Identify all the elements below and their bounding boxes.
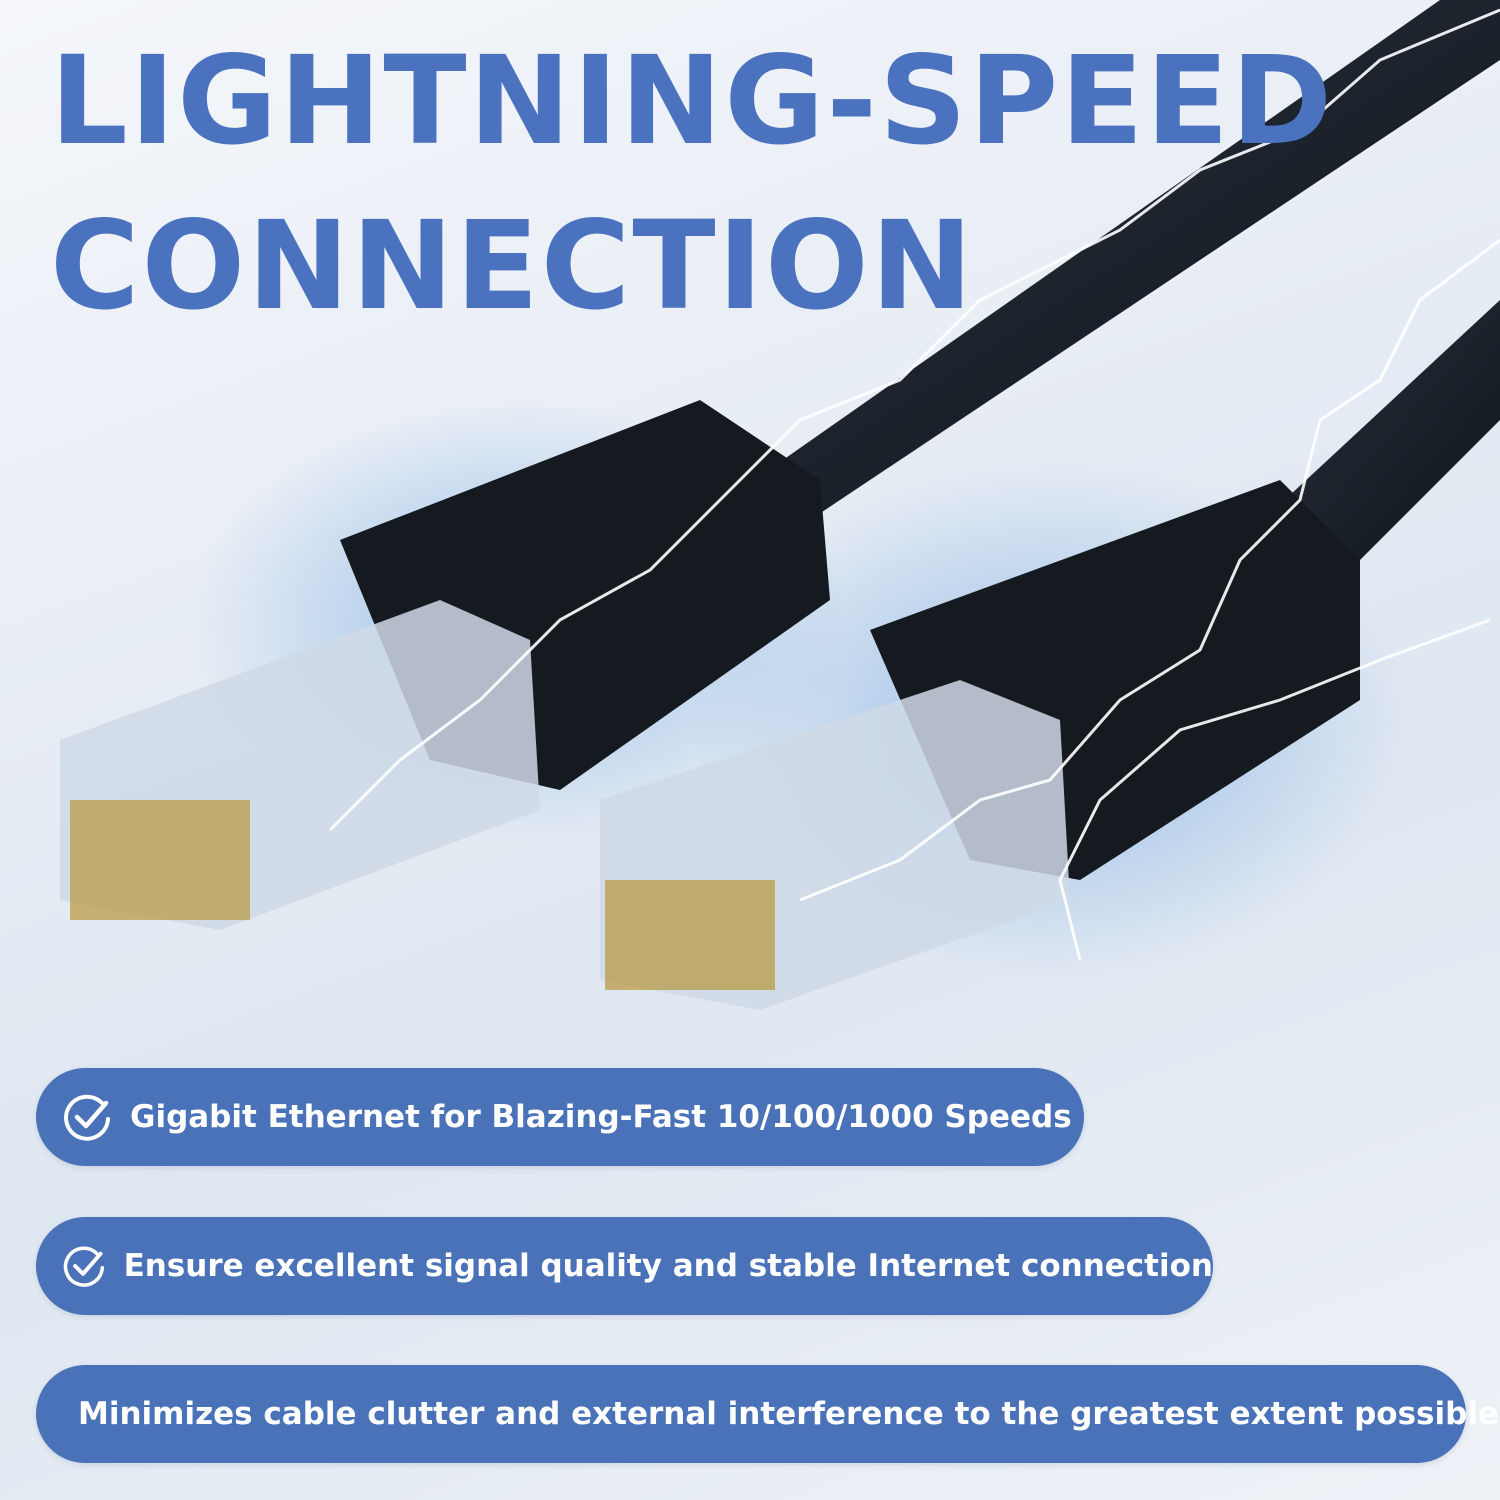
headline-line-1: LIGHTNING-SPEED	[50, 30, 1335, 172]
feature-badge-gigabit: Gigabit Ethernet for Blazing-Fast 10/100…	[36, 1068, 1084, 1166]
lightning-bolts	[328, 8, 1500, 961]
cable-left	[640, 0, 1500, 560]
feature-badge-signal-quality: Ensure excellent signal quality and stab…	[36, 1217, 1213, 1315]
feature-text: Gigabit Ethernet for Blazing-Fast 10/100…	[130, 1099, 1072, 1135]
headline-line-2: CONNECTION	[50, 195, 975, 337]
check-circle-icon	[64, 1094, 110, 1141]
feature-text: Minimizes cable clutter and external int…	[78, 1396, 1499, 1432]
feature-badge-interference: Minimizes cable clutter and external int…	[36, 1365, 1499, 1463]
feature-text: Ensure excellent signal quality and stab…	[123, 1248, 1213, 1284]
check-circle-icon	[63, 1246, 105, 1287]
